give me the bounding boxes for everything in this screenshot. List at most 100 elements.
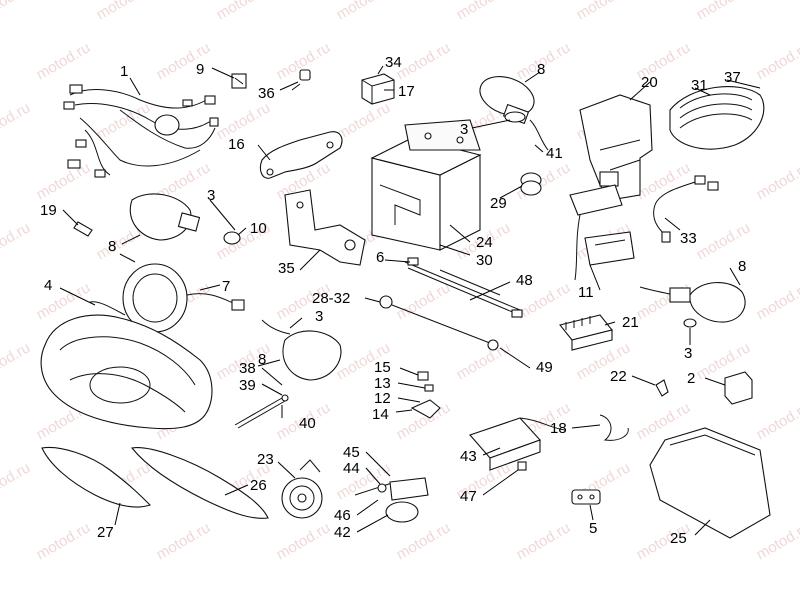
bracket-part-16	[259, 131, 343, 179]
callout-36: 36	[258, 85, 275, 102]
callout-29: 29	[490, 195, 507, 212]
callout-7: 7	[222, 278, 230, 295]
connector-part-9	[231, 73, 247, 89]
callout-11: 11	[578, 284, 594, 301]
tail-bracket-part-20	[579, 94, 653, 201]
callout-33: 33	[680, 230, 697, 247]
indicator-part-8-mid	[261, 319, 342, 381]
watermark-text: motod.ru	[34, 39, 94, 83]
watermark-text: motod.ru	[0, 339, 33, 383]
callout-3-right: 3	[684, 345, 692, 362]
callout-labels: 1 9 36 34 17 8 20 31 37 16 3 41 3 19 10 …	[40, 54, 746, 547]
control-module-part-43	[469, 417, 566, 471]
callout-4: 4	[44, 277, 52, 294]
callout-38: 38	[239, 360, 256, 377]
regulator-part-21	[559, 314, 613, 351]
bulb-part-19	[73, 221, 93, 237]
callout-47: 47	[460, 488, 477, 505]
callout-28-32: 28-32	[312, 290, 350, 307]
watermark-text: motod.ru	[694, 219, 754, 263]
switch-part-14	[410, 371, 441, 419]
callout-1: 1	[120, 63, 128, 80]
cover-part-27	[41, 446, 152, 508]
callout-18: 18	[550, 420, 567, 437]
watermark-text: motod.ru	[754, 159, 800, 203]
screw-assembly-part-45	[354, 477, 429, 523]
callout-9: 9	[196, 61, 204, 78]
watermark-text: motod.ru	[754, 519, 800, 563]
callout-26: 26	[250, 477, 267, 494]
bulb-part-3-right	[683, 318, 697, 328]
watermark-text: motod.ru	[0, 459, 33, 503]
callout-19: 19	[40, 202, 57, 219]
callout-2: 2	[687, 370, 695, 387]
grommet-part-29	[520, 172, 542, 196]
indicator-part-8-right	[639, 282, 746, 323]
callout-48: 48	[516, 272, 533, 289]
watermark-text: motod.ru	[394, 39, 454, 83]
headlight-bulb-part-7	[89, 263, 245, 339]
callout-42: 42	[334, 524, 351, 541]
watermark-text: motod.ru	[34, 159, 94, 203]
watermark-text: motod.ru	[94, 0, 154, 23]
callout-23: 23	[257, 451, 274, 468]
callout-31: 31	[691, 77, 708, 94]
lens-part-11	[584, 231, 635, 266]
screw-part-38	[234, 394, 289, 429]
relay-part-2	[724, 371, 753, 405]
callout-37: 37	[724, 69, 741, 86]
callout-30: 30	[476, 252, 493, 269]
watermark-text: motod.ru	[334, 0, 394, 23]
watermark-text: motod.ru	[754, 399, 800, 443]
watermark-text: motod.ru	[0, 99, 33, 143]
callout-27: 27	[97, 524, 114, 541]
watermark-text: motod.ru	[0, 219, 33, 263]
watermark-text: motod.ru	[454, 0, 514, 23]
callout-12: 12	[374, 390, 391, 407]
plate-part-5	[571, 489, 601, 505]
callout-45: 45	[343, 444, 360, 461]
callout-8-lower: 8	[258, 351, 266, 368]
watermark-text: motod.ru	[454, 339, 514, 383]
watermark-text: motod.ru	[94, 99, 154, 143]
indicator-part-8-left	[129, 193, 201, 241]
watermark-text: motod.ru	[34, 519, 94, 563]
callout-20: 20	[641, 74, 658, 91]
cover-part-25	[649, 427, 771, 539]
ground-cable-part-28-32	[379, 295, 499, 351]
callout-3-left: 3	[207, 187, 215, 204]
callout-3-top: 3	[460, 121, 468, 138]
connector-part-41	[569, 184, 623, 281]
watermark-text: motod.ru	[0, 0, 33, 23]
callout-8-left: 8	[108, 238, 116, 255]
watermark-text: motod.ru	[394, 519, 454, 563]
watermark-text: motod.ru	[754, 279, 800, 323]
tail-light-part-31	[669, 86, 765, 150]
callout-22: 22	[610, 368, 627, 385]
watermark-text: motod.ru	[514, 519, 574, 563]
watermark-text: motod.ru	[334, 99, 394, 143]
watermark-text: motod.ru	[754, 39, 800, 83]
callout-24: 24	[476, 234, 493, 251]
callout-41: 41	[546, 145, 563, 162]
sensor-part-22	[655, 379, 669, 397]
callout-34: 34	[385, 54, 402, 71]
callout-44: 44	[343, 460, 360, 477]
callout-6: 6	[376, 249, 384, 266]
callout-5: 5	[589, 520, 597, 537]
callout-8-mid: 8	[738, 258, 746, 275]
battery-part-24	[370, 119, 482, 251]
leader-lines	[59, 65, 761, 536]
callout-10: 10	[250, 220, 267, 237]
callout-25: 25	[670, 530, 687, 547]
bulb-part-3-top	[504, 111, 526, 123]
callout-15: 15	[374, 359, 391, 376]
bracket-part-35	[284, 189, 366, 266]
callout-43: 43	[460, 448, 477, 465]
plug-part-36	[291, 69, 311, 91]
callout-21: 21	[622, 314, 639, 331]
callout-46: 46	[334, 507, 351, 524]
wire-connector-part-33	[653, 175, 719, 243]
bulb-part-10	[223, 231, 241, 245]
